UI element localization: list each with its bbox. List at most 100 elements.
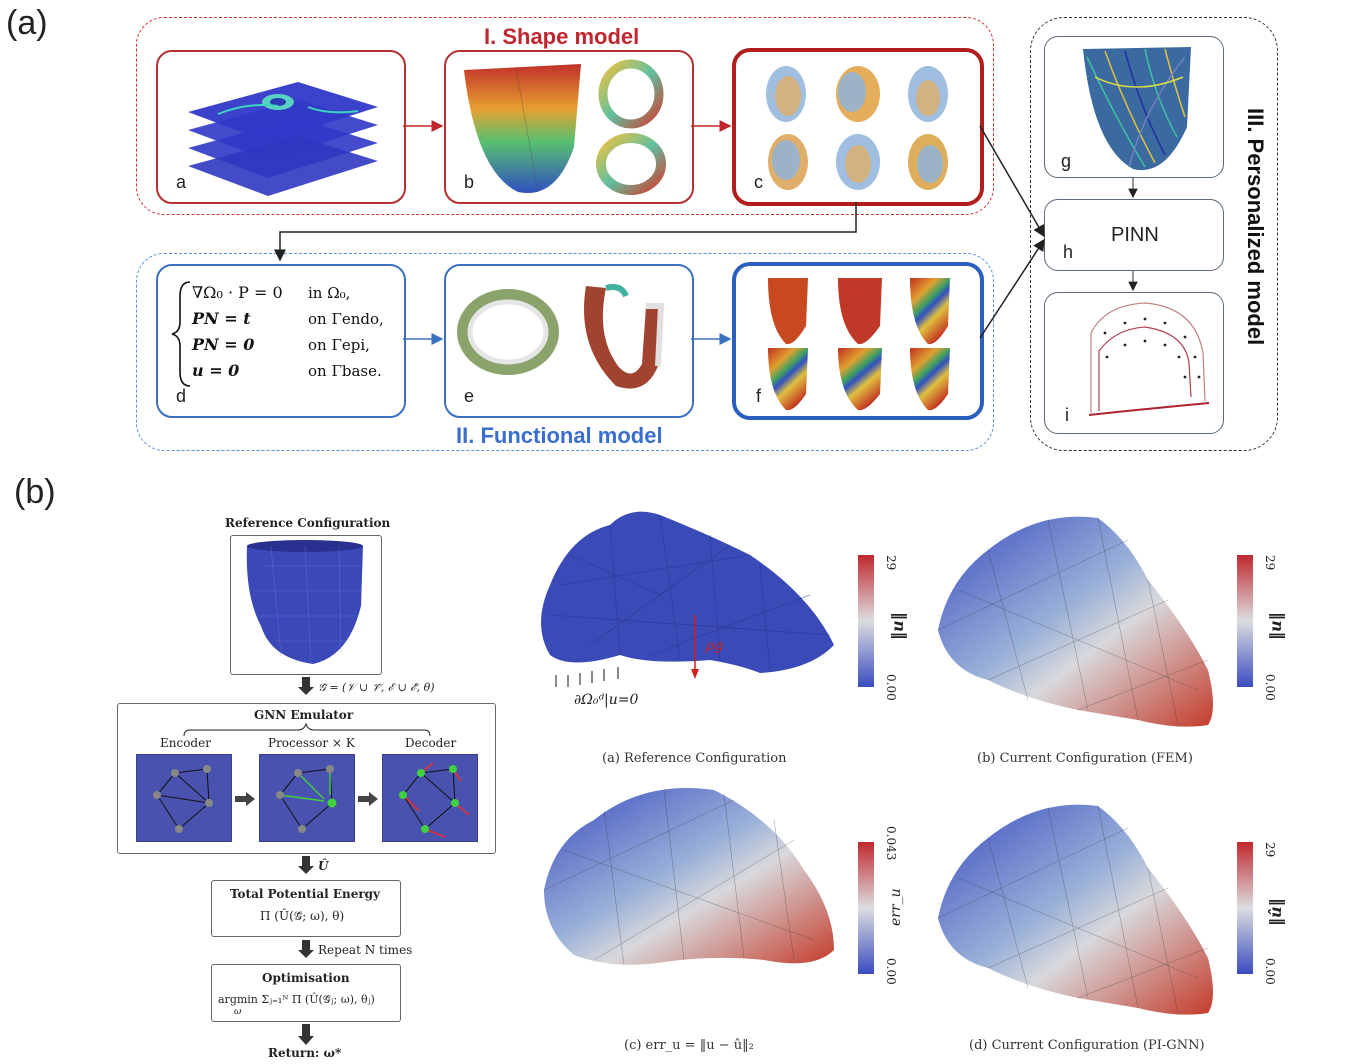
cell-i-letter: i	[1065, 405, 1069, 425]
u-hat-label: Û	[318, 859, 329, 873]
panel-b-label: (b)	[14, 473, 56, 511]
energy-formula: Π (Û(𝒢̃; ω), θ)	[260, 909, 345, 923]
cell-a: a	[156, 50, 406, 204]
cell-f-letter: f	[756, 386, 762, 406]
processor-graph	[259, 754, 355, 842]
processor-label: Processor × K	[268, 736, 355, 750]
colorbar-c	[858, 842, 874, 974]
shape-model-group	[136, 17, 994, 215]
pignn-config-plot	[937, 804, 1213, 1015]
eq-lhs-4: u = 0	[192, 361, 240, 380]
boundary-annotation: ∂Ω₀ᵈ|u=0	[574, 692, 639, 708]
energy-box: Total Potential Energy Π (Û(𝒢̃; ω), θ)	[211, 880, 401, 937]
energy-title: Total Potential Energy	[230, 887, 381, 901]
cell-f: f	[732, 262, 984, 420]
reference-mesh-box	[230, 535, 382, 675]
cell-h: PINN h	[1044, 199, 1224, 271]
reference-config-plot	[541, 511, 834, 687]
deformation-image	[457, 284, 665, 389]
colorbar-d-min: 0.00	[1263, 958, 1277, 985]
cell-h-letter: h	[1063, 242, 1074, 262]
panel-a-arrows	[274, 120, 1138, 345]
eq-rhs-3: on Γepi,	[308, 336, 370, 354]
strain-samples-image	[768, 278, 950, 411]
reference-title: Reference Configuration	[225, 516, 391, 530]
colorbar-d-max: 29	[1263, 842, 1277, 858]
cell-d-letter: d	[176, 386, 187, 406]
pressure-volume-image	[1088, 302, 1210, 416]
decoder-graph-drawing	[399, 762, 470, 838]
return-label: Return: ω*	[268, 1046, 342, 1060]
colorbar-b-label: ‖u‖	[888, 612, 907, 640]
colorbar-b	[858, 555, 874, 687]
panel-a-label: (a)	[6, 4, 48, 42]
mri-stack-image	[188, 82, 378, 196]
rho-g-annotation: ρg	[706, 638, 724, 654]
functional-model-group	[136, 253, 994, 451]
fiber-tract-image	[1083, 47, 1191, 171]
eq-rhs-1: in Ω₀,	[308, 284, 351, 302]
cell-g: g	[1044, 36, 1224, 178]
opt-title: Optimisation	[262, 971, 350, 985]
colorbar-b2-max: 29	[1263, 555, 1277, 571]
shape-model-title: I. Shape model	[484, 24, 640, 49]
eq-lhs-1: ∇Ω₀ · P = 0	[192, 283, 283, 302]
pinn-label: PINN	[1111, 224, 1159, 246]
repeat-label: Repeat N times	[318, 943, 413, 957]
flow-arrow-3	[298, 940, 314, 958]
caption-b: (b) Current Configuration (FEM)	[977, 751, 1193, 766]
processor-graph-drawing	[276, 765, 337, 833]
caption-c: (c) err_u = ‖u − û‖₂	[624, 1038, 754, 1053]
optimisation-box: Optimisation argmin Σⱼ₌₁ᴺ Π (Û(𝒢̃ⱼ; ω), …	[211, 964, 401, 1022]
cell-a-letter: a	[176, 172, 187, 192]
eq-rhs-2: on Γendo,	[308, 310, 384, 328]
cell-g-letter: g	[1061, 151, 1072, 171]
flow-arrow-2	[298, 856, 314, 874]
eq-lhs-3: PN = 0	[192, 335, 255, 354]
eq-lhs-2: PN = t	[192, 309, 251, 328]
decoder-graph	[382, 754, 478, 842]
cell-e-letter: e	[464, 386, 475, 406]
cell-i: i	[1044, 292, 1224, 434]
personalized-model-title: III. Personalized model	[1243, 108, 1268, 346]
cell-d: ∇Ω₀ · P = 0 PN = t PN = 0 u = 0 in Ω₀, o…	[156, 264, 406, 418]
flow-arrow-4	[298, 1024, 314, 1045]
opt-subscript: ω	[234, 1007, 242, 1017]
caption-d: (d) Current Configuration (PI-GNN)	[969, 1038, 1205, 1053]
functional-model-title: II. Functional model	[456, 423, 663, 448]
cell-c-letter: c	[754, 172, 763, 192]
gnn-stage-arrows	[235, 792, 378, 806]
encoder-label: Encoder	[160, 736, 211, 750]
eq-rhs-4: on Γbase.	[308, 362, 382, 380]
colorbar-d	[1237, 842, 1253, 974]
cell-c: c	[732, 48, 984, 206]
opt-formula: argmin Σⱼ₌₁ᴺ Π (Û(𝒢̃ⱼ; ω), θⱼ)	[218, 993, 375, 1006]
encoder-graph-drawing	[153, 765, 213, 833]
colorbar-b-min: 0.00	[884, 674, 898, 701]
colorbar-b2	[1237, 555, 1253, 687]
error-plot	[543, 788, 834, 966]
lv-mesh-image	[464, 59, 666, 195]
cell-e: e	[444, 264, 694, 418]
encoder-graph	[136, 754, 232, 842]
cell-b-letter: b	[464, 172, 475, 192]
decoder-label: Decoder	[405, 736, 457, 750]
equation-brace	[171, 281, 191, 387]
colorbar-b-max: 29	[884, 555, 898, 571]
gnn-emulator-box: GNN Emulator Encoder Processor × K Decod…	[117, 703, 496, 854]
heart-mesh-image	[246, 540, 363, 665]
gnn-brace	[183, 722, 431, 737]
shape-samples-image	[766, 66, 948, 190]
colorbar-c-label: err_u	[888, 888, 904, 926]
colorbar-c-max: 0.043	[884, 826, 898, 861]
colorbar-d-label: ‖û‖	[1266, 898, 1285, 926]
colorbar-c-min: 0.00	[884, 958, 898, 985]
flow-arrow-1	[298, 677, 314, 695]
gnn-title: GNN Emulator	[254, 708, 354, 722]
cell-b: b	[444, 50, 694, 204]
fem-config-plot	[937, 516, 1213, 727]
caption-a: (a) Reference Configuration	[602, 751, 787, 766]
graph-definition: 𝒢̃ = (𝒱 ∪ 𝒱̃, ℰ ∪ ℰ̃, θ)	[318, 681, 435, 694]
colorbar-b2-min: 0.00	[1263, 674, 1277, 701]
personalized-model-group	[1030, 17, 1278, 451]
